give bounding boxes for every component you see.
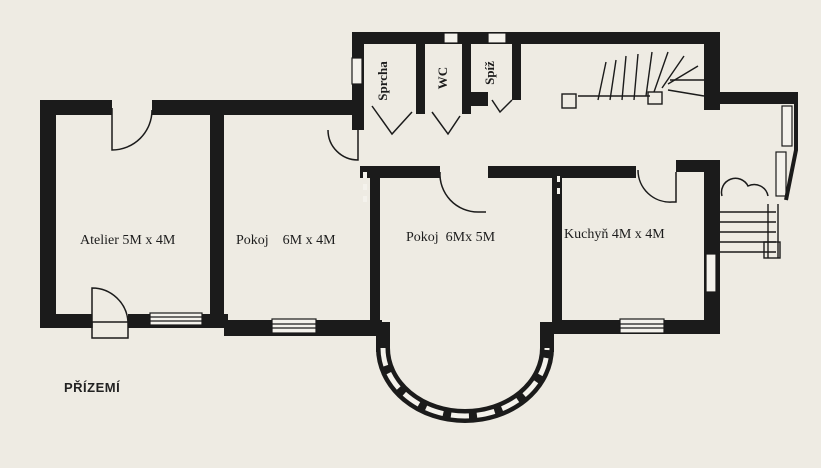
wall — [40, 100, 112, 115]
door-frame — [91, 321, 129, 339]
windows — [149, 32, 793, 334]
door-swing — [91, 287, 129, 328]
door-swing — [371, 105, 413, 136]
wall — [470, 92, 488, 106]
window — [619, 318, 665, 334]
wall — [512, 44, 521, 100]
wall — [540, 322, 554, 352]
wall — [704, 32, 720, 110]
window — [775, 151, 787, 197]
wall — [40, 314, 92, 328]
wall — [40, 100, 56, 328]
staircase — [561, 51, 705, 109]
doors — [91, 99, 769, 339]
entrance-steps — [720, 204, 781, 259]
wall — [462, 44, 471, 114]
wall — [352, 100, 364, 130]
corridor-wall — [784, 98, 798, 201]
room-label-wc: WC — [435, 66, 451, 90]
chimney-hatch — [363, 172, 560, 202]
window — [487, 32, 507, 44]
wall — [416, 44, 425, 114]
door-swing — [491, 99, 513, 114]
wall — [152, 100, 358, 115]
wall — [552, 170, 562, 326]
wall — [370, 168, 380, 326]
room-label-sprcha: Sprcha — [374, 61, 390, 101]
wall — [704, 160, 720, 334]
window — [351, 57, 363, 85]
bay-window — [376, 347, 554, 423]
door-swing — [111, 108, 153, 151]
door-swing — [637, 169, 677, 203]
window — [443, 32, 459, 44]
room-label-pokoj-2: Pokoj 6Mx 5M — [406, 230, 496, 245]
window — [149, 312, 203, 326]
room-label-pokoj-1: Pokoj 6M x 4M — [236, 233, 336, 248]
window — [271, 318, 317, 334]
door-swing — [431, 111, 461, 136]
wall — [716, 92, 798, 104]
wall — [376, 322, 390, 352]
room-label-spiz: Spíž — [481, 61, 497, 85]
door-swing — [439, 171, 486, 213]
wall — [360, 166, 440, 178]
wall — [352, 32, 716, 44]
window — [705, 253, 717, 293]
door-swing — [327, 129, 359, 161]
room-label-kuchyn: Kuchyň 4M x 4M — [564, 227, 665, 242]
wall — [210, 115, 224, 328]
floor-label: PŘÍZEMÍ — [64, 380, 121, 395]
bay-window-glazing — [380, 347, 550, 419]
door-swing — [720, 177, 769, 197]
room-label-atelier: Atelier 5M x 4M — [80, 233, 176, 248]
window — [781, 105, 793, 147]
